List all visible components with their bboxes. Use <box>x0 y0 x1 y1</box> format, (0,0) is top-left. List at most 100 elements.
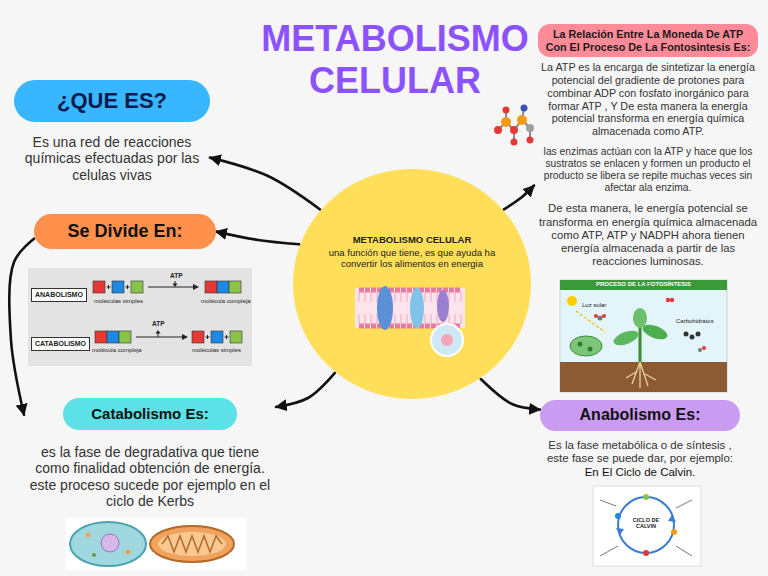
atp-molecule <box>498 108 530 142</box>
membrane-illustration <box>377 286 393 330</box>
membrane-illustration <box>355 286 465 356</box>
division-figure <box>182 334 188 340</box>
division-figure <box>230 331 242 343</box>
division-figure <box>119 331 131 343</box>
node-body: Es una red de reacciones químicas efectu… <box>14 134 210 184</box>
division-figure <box>211 331 223 343</box>
calvin-cycle-figure <box>668 515 676 522</box>
calvin-cycle-figure <box>600 500 692 556</box>
membrane-illustration <box>441 334 453 346</box>
connector-arrow <box>481 379 540 410</box>
hub-circle-outline <box>292 168 532 400</box>
division-figure <box>156 330 161 334</box>
catabolism-figure <box>70 522 146 566</box>
catabolism-figure <box>162 536 222 552</box>
photosynthesis-figure <box>602 314 606 318</box>
node-heading: Anabolismo Es: <box>540 400 740 431</box>
photosynthesis-figure <box>612 328 641 348</box>
node-heading: Catabolismo Es: <box>63 398 237 430</box>
figure-label: moléculas simples <box>192 347 241 354</box>
calvin-cycle-figure <box>593 486 701 566</box>
division-figure <box>205 281 217 293</box>
division-figure <box>136 337 182 338</box>
connector-arrow <box>504 186 534 210</box>
node-body: En El Ciclo de Calvin. <box>540 466 740 480</box>
photosynthesis-figure <box>578 342 583 347</box>
photosynthesis-figure <box>598 316 603 321</box>
topic-node: ¿QUE ES?Es una red de reacciones química… <box>14 80 210 184</box>
topic-node: Catabolismo Es: es la fase de degradativa… <box>24 398 276 510</box>
division-figure <box>193 284 199 290</box>
division-figure <box>225 335 229 339</box>
division-figure <box>158 333 159 337</box>
figure-label: molécula compleja <box>201 298 251 305</box>
photosynthesis-figure <box>633 308 647 328</box>
connector-arrow <box>216 232 299 245</box>
node-body: las enzimas actúan con la ATP y hace que… <box>538 146 758 195</box>
division-figure <box>229 281 241 293</box>
membrane-illustration <box>410 288 424 328</box>
topic-node: Se Divide En: <box>34 214 216 249</box>
node-body: Es la fase metabólica o de síntesis , es… <box>540 439 740 466</box>
photosynthesis-figure <box>594 314 598 318</box>
division-figure <box>173 284 178 288</box>
atp-molecule <box>510 126 518 134</box>
division-figure <box>192 331 204 343</box>
photosynthesis-figure <box>666 298 670 302</box>
calvin-cycle-figure <box>615 513 621 519</box>
membrane-illustration <box>355 268 465 358</box>
figure-label: PROCESO DE LA FOTOSÍNTESIS <box>562 281 725 288</box>
photosynthesis-figure <box>690 335 695 340</box>
photosynthesis-figure <box>570 336 602 356</box>
photosynthesis-figure <box>588 347 593 352</box>
node-heading: METABOLISMO CELULAR <box>324 234 500 245</box>
figure-label: moléculas simples <box>94 298 143 305</box>
calvin-cycle-figure <box>618 497 674 553</box>
node-body: es la fase de degradativa que tiene como… <box>24 444 276 510</box>
connector-arrow <box>210 158 320 210</box>
photosynthesis-figure <box>560 280 727 290</box>
figure-label: ATP <box>152 320 165 327</box>
figure-label: Luz solar <box>582 302 606 309</box>
figure-label: molécula compleja <box>92 347 142 354</box>
photosynthesis-figure <box>684 332 689 337</box>
diagram-title: METABOLISMO CELULAR <box>245 18 545 102</box>
division-figure <box>95 331 107 343</box>
node-body: De esta manera, le energía potencial se … <box>538 202 758 268</box>
catabolism-figure <box>66 518 246 570</box>
photosynthesis-figure <box>567 296 577 306</box>
catabolism-figure <box>92 553 96 557</box>
figure-label: CATABOLISMO <box>31 337 90 351</box>
figure-label: CICLO DE CALVIN <box>628 517 664 529</box>
connector-arrow <box>9 239 34 415</box>
division-figure <box>126 285 130 289</box>
catabolism-figure <box>150 526 234 562</box>
division-figure <box>217 281 229 293</box>
division-figure <box>131 281 143 293</box>
figure-label: ATP <box>170 272 183 279</box>
topic-node: La Relación Entre La Moneda De ATP Con E… <box>534 24 762 269</box>
node-heading: Se Divide En: <box>34 214 216 249</box>
membrane-illustration <box>437 290 449 322</box>
figure-label: ANABOLISMO <box>31 288 87 302</box>
atp-molecule <box>517 115 527 125</box>
photosynthesis-figure <box>698 348 702 352</box>
membrane-illustration <box>355 288 465 328</box>
division-figure <box>93 281 105 293</box>
division-figure <box>28 268 252 366</box>
division-figure <box>107 285 111 289</box>
photosynthesis-figure <box>702 346 706 350</box>
catabolism-figure <box>86 533 91 538</box>
hub-circle-outline <box>293 169 531 399</box>
photosynthesis-figure <box>560 280 727 392</box>
hub-circle: METABOLISMO CELULARuna función que tiene… <box>292 168 532 400</box>
division-figure <box>206 335 210 339</box>
atp-molecule <box>494 126 502 134</box>
division-figure <box>148 287 193 288</box>
atp-molecule <box>527 137 534 144</box>
figure-label: Carbohidratos <box>676 318 714 325</box>
atp-molecule <box>526 124 534 132</box>
topic-node: Anabolismo Es: Es la fase metabólica o de… <box>540 400 740 480</box>
calvin-cycle-figure <box>616 528 624 535</box>
